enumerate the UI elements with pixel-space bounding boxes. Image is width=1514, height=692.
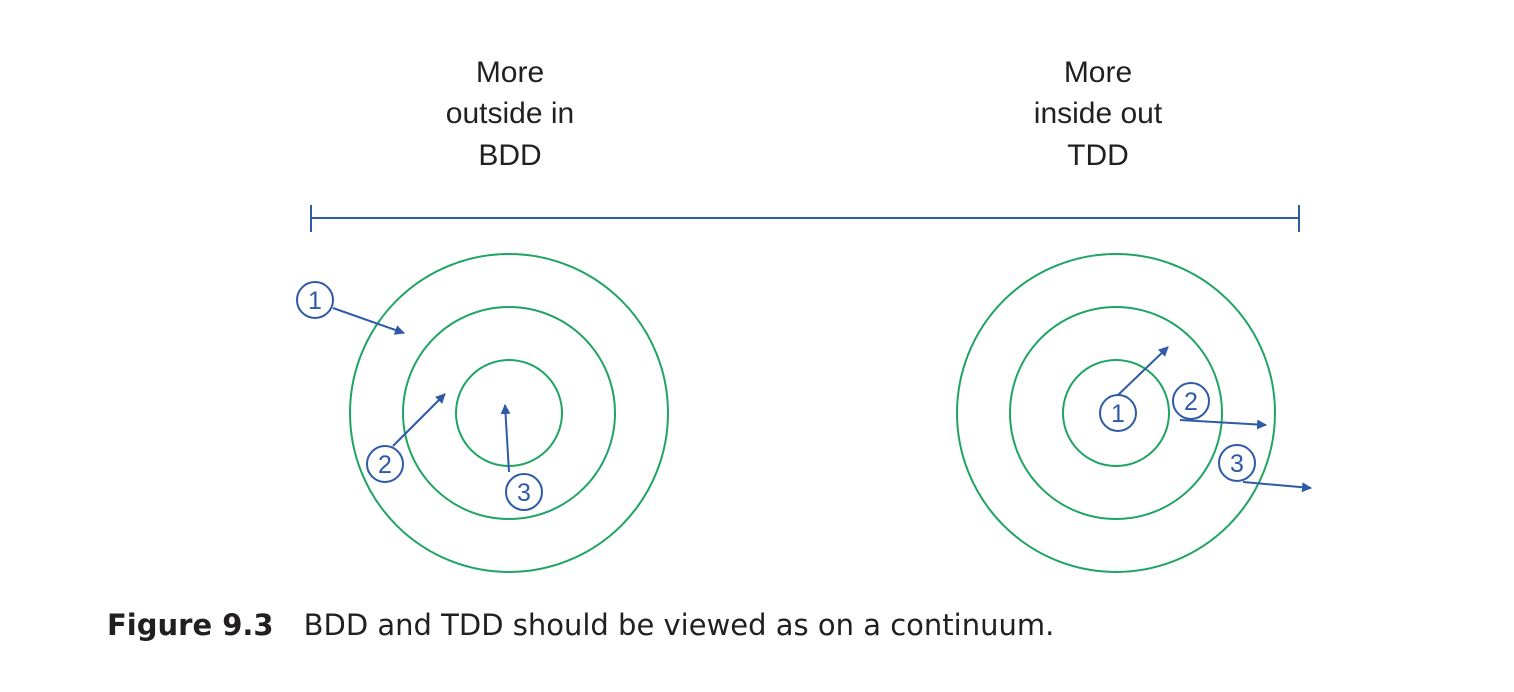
- left-marker-3-label: 3: [517, 479, 531, 507]
- right-heading-line-1: More: [1064, 56, 1132, 89]
- right-marker-3-label: 3: [1230, 450, 1244, 478]
- left-inner-ring: [455, 359, 563, 467]
- figure-caption-text: BDD and TDD should be viewed as on a con…: [303, 608, 1055, 642]
- right-step-marker-2: 2: [1172, 382, 1210, 420]
- left-step-markers: 1 2 3: [296, 281, 543, 511]
- right-marker-3-circle: [1218, 444, 1256, 482]
- left-arrow-2: [392, 393, 446, 447]
- left-arrows: [332, 307, 511, 473]
- left-step-marker-3: 3: [505, 473, 543, 511]
- right-inner-ring: [1062, 359, 1170, 467]
- right-heading-line-2: inside out: [1034, 97, 1163, 130]
- continuum-line: [310, 205, 1300, 232]
- left-outer-ring: [349, 253, 669, 573]
- left-marker-2-circle: [366, 445, 404, 483]
- left-marker-3-circle: [505, 473, 543, 511]
- left-marker-1-label: 1: [308, 287, 322, 315]
- right-heading: More inside out TDD: [1034, 56, 1163, 172]
- left-target: [349, 253, 669, 573]
- left-marker-2-label: 2: [378, 451, 392, 479]
- right-middle-ring: [1009, 306, 1223, 520]
- right-step-markers: 1 2 3: [1099, 382, 1256, 482]
- right-marker-1-label: 1: [1111, 400, 1125, 428]
- left-marker-1-circle: [296, 281, 334, 319]
- right-heading-line-3: TDD: [1067, 139, 1129, 172]
- right-arrows: [1116, 346, 1312, 493]
- figure-caption-label: Figure 9.3: [107, 608, 274, 642]
- left-heading: More outside in BDD: [446, 56, 574, 172]
- left-step-marker-2: 2: [366, 445, 404, 483]
- right-target: [956, 253, 1276, 573]
- right-marker-2-label: 2: [1184, 388, 1198, 416]
- right-step-marker-1: 1: [1099, 394, 1137, 432]
- right-arrow-3: [1242, 481, 1312, 493]
- right-outer-ring: [956, 253, 1276, 573]
- right-marker-2-circle: [1172, 382, 1210, 420]
- left-heading-line-1: More: [476, 56, 544, 89]
- left-heading-line-3: BDD: [478, 139, 541, 172]
- figure-caption: Figure 9.3 BDD and TDD should be viewed a…: [107, 608, 1054, 642]
- left-step-marker-1: 1: [296, 281, 334, 319]
- right-step-marker-3: 3: [1218, 444, 1256, 482]
- left-middle-ring: [402, 306, 616, 520]
- right-marker-1-circle: [1099, 394, 1137, 432]
- left-arrow-1: [332, 307, 405, 335]
- right-arrow-1: [1116, 346, 1169, 397]
- right-arrow-2: [1179, 419, 1267, 430]
- left-arrow-3: [500, 404, 511, 473]
- left-heading-line-2: outside in: [446, 97, 574, 130]
